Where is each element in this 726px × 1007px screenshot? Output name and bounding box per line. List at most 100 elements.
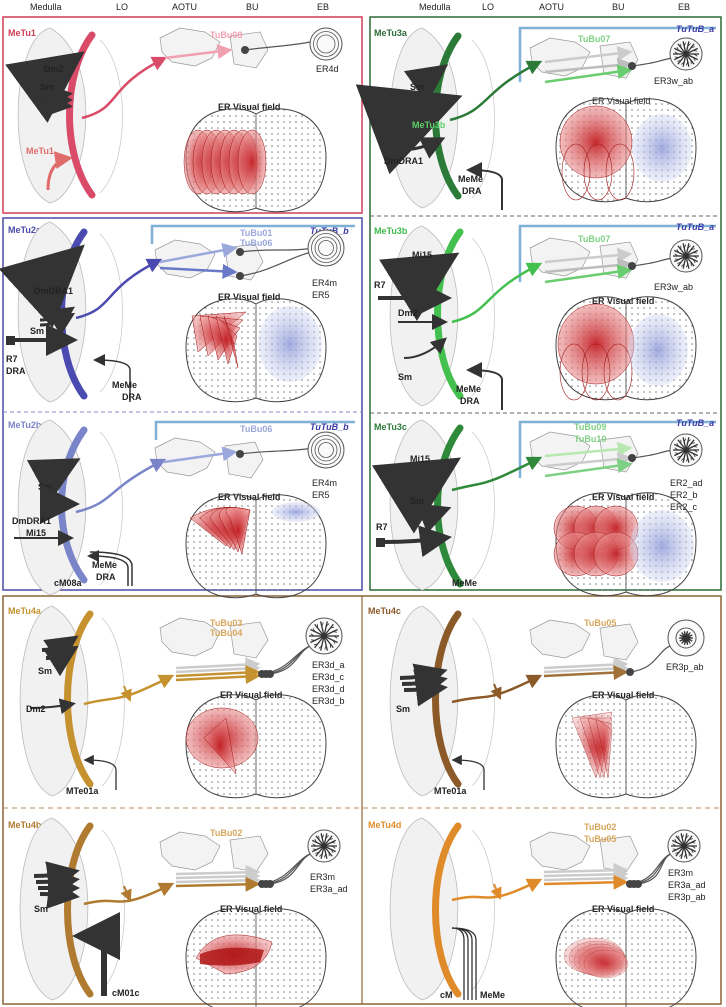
er-axon: [265, 643, 317, 675]
eb-twig: [332, 631, 338, 633]
eb-twig: [672, 843, 677, 847]
eb-branch: [677, 439, 687, 451]
tubu-axon: [175, 868, 261, 884]
metu-axon: [81, 56, 168, 120]
tubu07-label: TuBu07: [578, 234, 610, 244]
receptive-field-outline: [559, 343, 589, 401]
er3m-label: ER3m: [668, 868, 693, 878]
eb-branch: [685, 249, 698, 257]
receptive-field-outline: [605, 143, 635, 201]
panel-title: MeTu4d: [368, 820, 401, 830]
metu-axon: [451, 262, 543, 324]
meme-label: MeMe: [480, 990, 505, 1000]
eb-branch: [685, 53, 698, 61]
eb-twig: [332, 640, 336, 645]
tubu01-label: TuBu01: [240, 228, 272, 238]
vf-label: ER Visual field: [592, 690, 654, 700]
header-medulla-r: Medulla: [419, 2, 451, 12]
vf-label: ER Visual field: [218, 292, 280, 302]
eb-branch: [674, 443, 687, 451]
eb-twig: [685, 263, 689, 268]
receptive-field-blue: [628, 314, 688, 386]
eb-branch: [323, 623, 334, 637]
metu-neuron: [432, 822, 462, 998]
eb-branch: [683, 845, 696, 853]
er-axon: [261, 643, 317, 675]
sm-label: Sm: [34, 904, 48, 914]
panel-metu4a: MeTu4aSmDm2MTe01aTuBu03TuBu04ER3d_aER3d_…: [8, 605, 345, 799]
tubu-axon: [544, 247, 633, 264]
lobula-outline: [471, 829, 495, 991]
tubu-axon: [175, 872, 261, 888]
meme-arrow: [466, 162, 503, 210]
eb-branch: [677, 449, 687, 461]
lobula-outline: [99, 431, 123, 586]
lobula-outline: [471, 431, 495, 581]
eb-branch: [675, 835, 685, 847]
eb-twig: [683, 438, 687, 443]
eb-branch: [674, 449, 687, 457]
sm-arrow: [403, 674, 448, 707]
lobula-outline: [471, 237, 495, 397]
eb-branch: [677, 43, 687, 55]
eb-twig: [324, 645, 327, 650]
eb-twig: [674, 56, 679, 58]
eb-branch: [674, 249, 687, 257]
tubu-axon: [175, 657, 261, 673]
cm-label: cM: [440, 990, 453, 1000]
tubu-axon: [543, 870, 629, 886]
eb-twig: [674, 447, 679, 451]
eb-branch: [685, 439, 695, 451]
cm01c-label: cM01c: [112, 988, 140, 998]
eb-twig: [677, 455, 682, 458]
eb-branch: [312, 845, 325, 853]
eb-twig: [690, 248, 695, 251]
metu3b-arrow: [355, 84, 463, 175]
branch-arrow: [490, 683, 502, 700]
panel-title: MeTu3b: [374, 226, 408, 236]
dm2-arrow: [5, 51, 85, 123]
sm-label: Sm: [38, 666, 52, 676]
tubu-axon: [543, 661, 629, 677]
eb-branch: [685, 53, 690, 67]
tubu-axon: [543, 862, 629, 878]
eb-twig: [693, 50, 698, 52]
metu-axon: [75, 258, 163, 320]
tubu10-label: TuBu10: [574, 434, 606, 444]
eb-twig: [683, 244, 687, 249]
tutub-label: TuTuB_a: [676, 418, 714, 428]
receptive-field-red: [237, 129, 267, 195]
sm-arrow: [403, 337, 447, 359]
tubu-axon: [543, 866, 629, 882]
eb-twig: [318, 645, 323, 649]
meme-arrow: [93, 354, 131, 402]
r7-label: R7: [6, 354, 18, 364]
mte01a-label: MTe01a: [66, 786, 99, 796]
er5-label: ER5: [312, 290, 330, 300]
header-eb-r: EB: [678, 2, 690, 12]
cm01c-arrow: [72, 912, 121, 996]
er-label: ER4d: [316, 64, 339, 74]
tubu09-label: TuBu09: [574, 422, 606, 432]
eb-branch: [685, 449, 690, 463]
er-soma: [628, 262, 636, 270]
eb-branch: [674, 47, 687, 55]
tutub-neuron: [518, 224, 716, 282]
dra-label: DRA: [460, 396, 480, 406]
dra-label: DRA: [96, 572, 116, 582]
er-axon: [239, 447, 313, 455]
sm-arrow: [26, 458, 81, 503]
eb-twig: [314, 838, 318, 843]
eb-branch: [682, 41, 687, 55]
header-lo: LO: [116, 2, 128, 12]
panel-title: MeTu4b: [8, 820, 42, 830]
r7-label: R7: [374, 280, 386, 290]
eb-twig: [691, 845, 696, 849]
eb-twig: [681, 263, 685, 267]
receptive-field-red: [595, 717, 613, 779]
metu-axon: [451, 456, 543, 492]
sm-arrow: [39, 877, 80, 909]
